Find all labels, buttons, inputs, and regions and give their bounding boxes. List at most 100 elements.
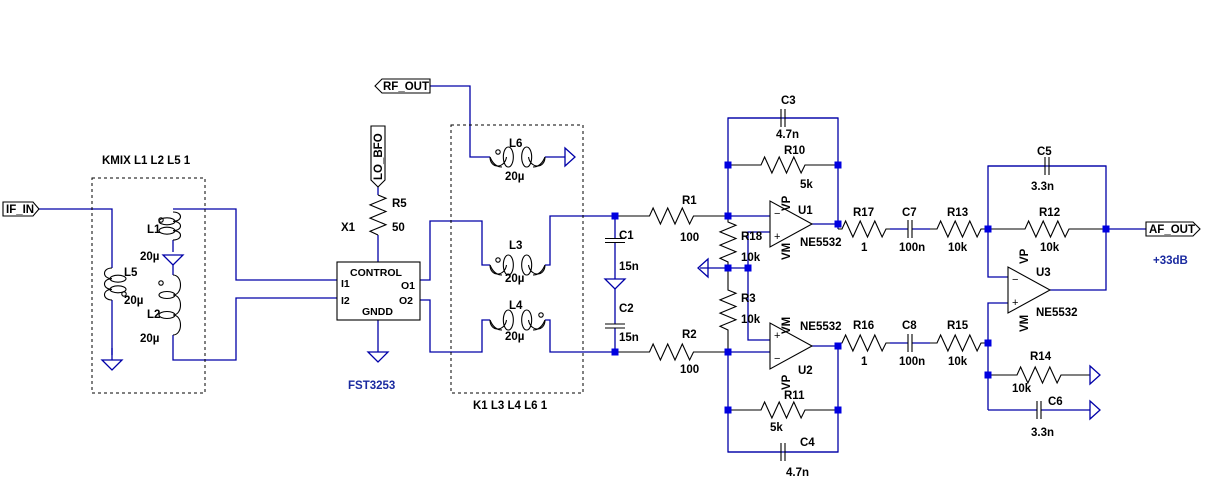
inductor-l2[interactable] xyxy=(172,274,182,336)
junction xyxy=(1102,225,1110,233)
inductor-l5-turn[interactable] xyxy=(109,274,127,283)
wires xyxy=(39,85,1146,453)
resistor-r2[interactable] xyxy=(615,342,728,362)
net-label-lo-bfo[interactable]: LO_BFO xyxy=(370,125,386,188)
wire xyxy=(545,319,615,353)
resistor-r17[interactable] xyxy=(838,219,890,239)
opamp-u2-input-bottom[interactable]: − xyxy=(774,353,780,365)
opamp-labels: U1 NE5532 VP VM U2 NE5532 VM VP U3 NE553… xyxy=(781,195,1078,390)
capacitor-c2[interactable] xyxy=(605,323,625,329)
inductor-l4-dot[interactable] xyxy=(538,312,544,318)
resistor-r16[interactable] xyxy=(838,333,890,353)
ground-l5[interactable] xyxy=(100,348,124,371)
r15-ref: R15 xyxy=(947,320,969,332)
ground-c1-c2[interactable] xyxy=(603,278,627,290)
resistor-r18[interactable] xyxy=(718,216,738,268)
ground-x1[interactable] xyxy=(366,340,390,363)
inductor-l3-dot[interactable] xyxy=(495,257,501,263)
resistor-r13[interactable] xyxy=(930,219,988,239)
opamp-u1-input-bottom[interactable]: + xyxy=(774,231,780,243)
l3-ref: L3 xyxy=(509,240,522,252)
resistor-r14[interactable] xyxy=(988,365,1090,385)
u3-vm: VM xyxy=(1019,315,1031,332)
inductor-l2-turn[interactable] xyxy=(158,290,176,300)
r10-value: 5k xyxy=(800,179,813,191)
ground-mid[interactable] xyxy=(697,257,709,279)
pin-control: CONTROL xyxy=(350,267,402,279)
junction xyxy=(984,371,992,379)
net-label-if-in[interactable]: IF_IN xyxy=(2,201,40,217)
wire xyxy=(747,231,770,268)
inductor-l2-dot[interactable] xyxy=(158,280,164,286)
ground-r14[interactable] xyxy=(1089,364,1101,386)
inductor-l6-dot[interactable] xyxy=(495,149,501,155)
capacitor-c1[interactable] xyxy=(605,237,625,244)
r17-ref: R17 xyxy=(853,207,874,219)
x1-switch-block[interactable]: CONTROL I1 I2 O1 O2 GNDD xyxy=(336,261,421,321)
ground-c6[interactable] xyxy=(1089,399,1101,421)
gain-annotation: +33dB xyxy=(1153,255,1188,267)
resistor-r11[interactable] xyxy=(728,400,838,420)
r12-value: 10k xyxy=(1040,242,1060,254)
u1-model: NE5532 xyxy=(800,237,842,249)
l3-value: 20µ xyxy=(505,273,524,285)
junction xyxy=(834,220,842,228)
opamp-u3-input-top[interactable]: − xyxy=(1012,274,1018,286)
opamp-u2-input-top[interactable]: + xyxy=(774,330,780,342)
inductor-l3[interactable] xyxy=(489,254,546,276)
inductor-l5-dot[interactable] xyxy=(121,291,127,297)
resistor-r12[interactable] xyxy=(988,219,1106,239)
r14-value: 10k xyxy=(1012,383,1032,395)
opamp-u2[interactable] xyxy=(769,322,814,370)
inductor-l1-dot[interactable] xyxy=(158,217,164,223)
inductor-l1-turn[interactable] xyxy=(158,226,176,235)
u2-vm: VM xyxy=(781,317,793,334)
junction xyxy=(834,161,842,169)
capacitor-c8[interactable] xyxy=(907,334,913,352)
resistor-r3[interactable] xyxy=(718,268,738,352)
capacitor-c7[interactable] xyxy=(907,220,913,238)
ground-l6[interactable] xyxy=(564,146,576,168)
opamp-u1[interactable] xyxy=(769,200,814,248)
inductor-l1-turn[interactable] xyxy=(158,217,176,226)
inductor-l4[interactable] xyxy=(489,309,546,331)
opamp-u3[interactable] xyxy=(1007,266,1052,314)
inductor-l5[interactable] xyxy=(103,267,113,301)
capacitor-c4[interactable] xyxy=(780,443,786,461)
junction xyxy=(611,212,619,220)
junctions xyxy=(611,161,1110,414)
resistor-r15[interactable] xyxy=(930,333,988,353)
capacitor-c3[interactable] xyxy=(780,109,786,127)
capacitor-c6[interactable] xyxy=(1036,401,1042,419)
inductor-l6-ends[interactable] xyxy=(489,156,546,168)
resistor-r10[interactable] xyxy=(728,155,838,175)
opamp-u3-input-bottom[interactable]: + xyxy=(1012,297,1018,309)
inductor-l6[interactable] xyxy=(489,146,546,168)
resistor-r1[interactable] xyxy=(615,206,728,226)
junction xyxy=(724,264,732,272)
inductor-l4-ends[interactable] xyxy=(489,319,546,331)
inductor-l1[interactable] xyxy=(172,211,182,241)
x1-model: FST3253 xyxy=(348,380,395,392)
net-label-rf-out[interactable]: RF_OUT xyxy=(374,78,431,94)
net-label-af-out[interactable]: AF_OUT xyxy=(1145,221,1201,237)
wire xyxy=(172,297,337,361)
l4-ref: L4 xyxy=(509,300,523,312)
r5-ref: R5 xyxy=(392,198,407,210)
ground-l1-l2[interactable] xyxy=(161,254,185,266)
r1-ref: R1 xyxy=(682,195,697,207)
r16-ref: R16 xyxy=(853,320,874,332)
wire xyxy=(39,208,113,268)
opamp-u1-input-top[interactable]: − xyxy=(774,208,780,220)
inductor-l3-ends[interactable] xyxy=(489,264,546,276)
resistor-r5[interactable] xyxy=(368,194,388,236)
r11-ref: R11 xyxy=(784,390,805,402)
capacitor-c5[interactable] xyxy=(1044,157,1050,175)
u2-ref: U2 xyxy=(798,365,813,377)
r2-ref: R2 xyxy=(682,329,697,341)
inductor-l5-turn[interactable] xyxy=(109,285,127,294)
k1-box xyxy=(450,124,584,394)
l2-value: 20µ xyxy=(140,333,159,345)
r11-value: 5k xyxy=(770,422,783,434)
inductor-l2-turn[interactable] xyxy=(158,310,176,320)
